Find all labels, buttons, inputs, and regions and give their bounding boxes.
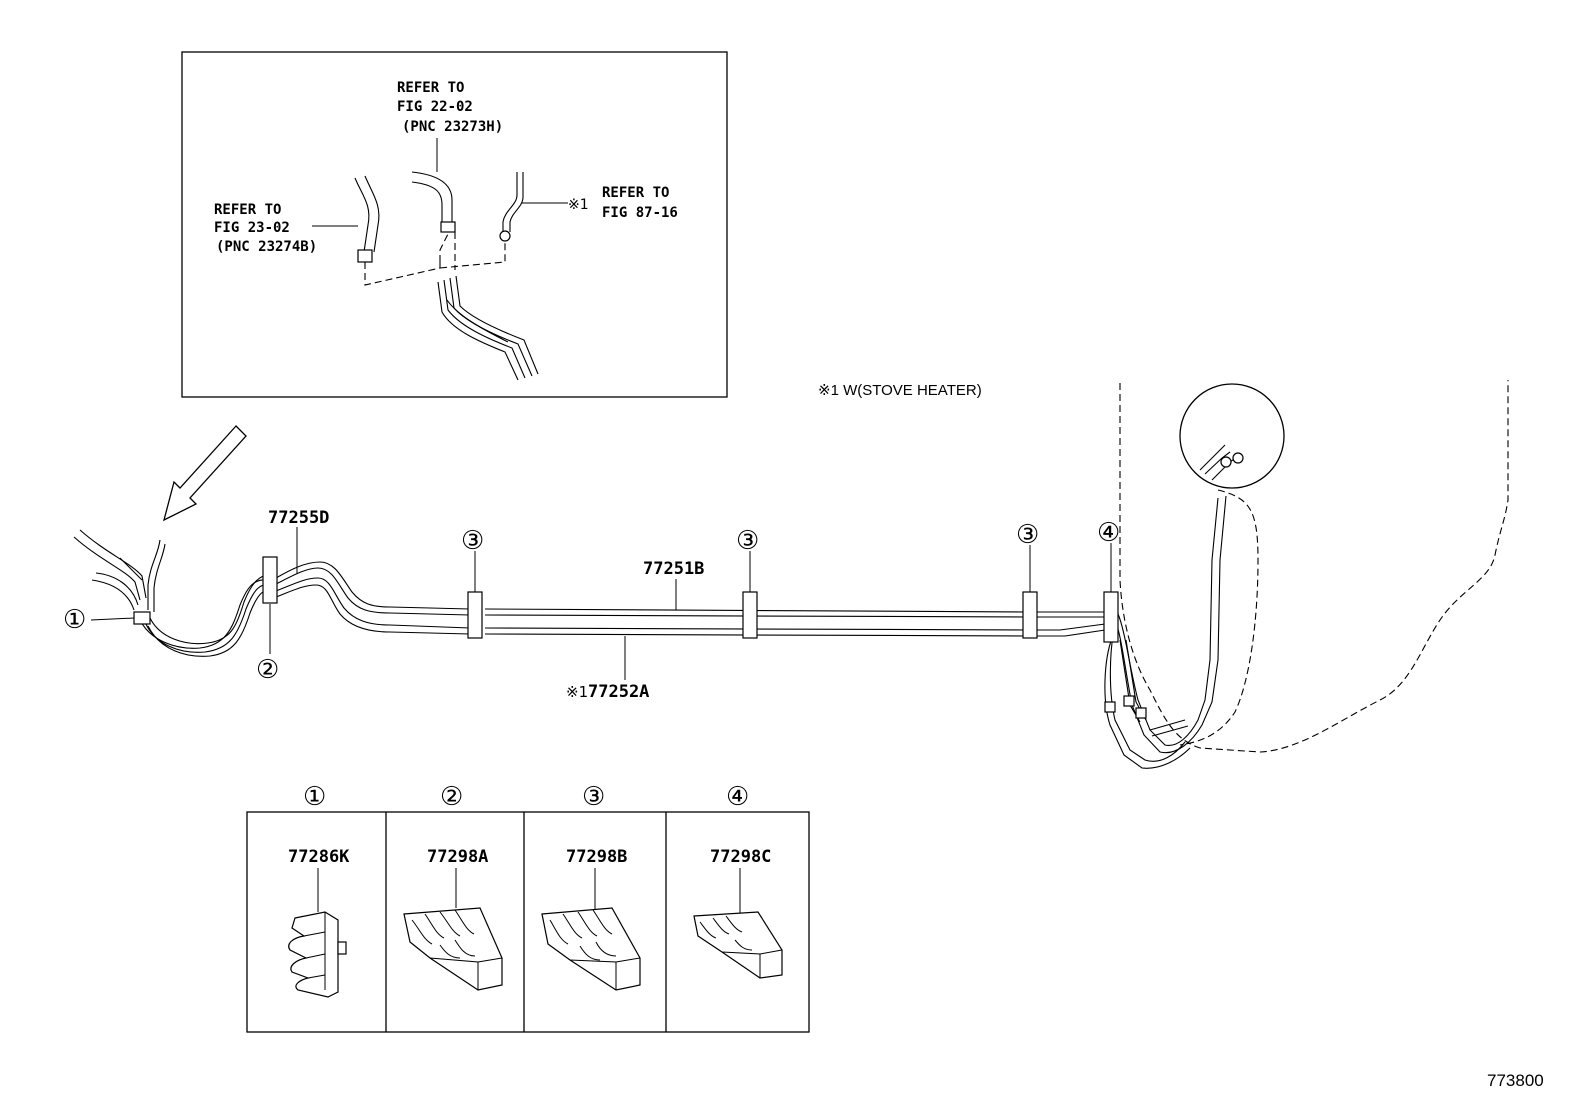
part-labels: 77255D 77251B ※1 77252A — [268, 508, 704, 702]
detail-inset: REFER TO FIG 23-02 (PNC 23274B) REFER TO… — [181, 51, 728, 398]
clamp-3c-on-route — [1022, 591, 1038, 639]
fuel-tube-route — [73, 380, 1509, 769]
clamp-1-on-route — [133, 611, 151, 625]
clamp-3b-on-route — [742, 591, 758, 639]
part-77255D[interactable]: 77255D — [268, 508, 329, 528]
legend-part-77298B[interactable]: 77298B — [566, 847, 627, 867]
callout-1: ① — [63, 605, 86, 635]
legend-callout-3: ③ — [582, 782, 605, 812]
refer-22-line2: FIG 22-02 — [397, 99, 473, 115]
refer-87-mark: ※1 — [568, 197, 589, 213]
callout-3a: ③ — [461, 526, 484, 556]
route-clamps — [133, 556, 1119, 643]
refer-23-line3: (PNC 23274B) — [216, 239, 317, 255]
legend-callout-1: ① — [303, 782, 326, 812]
legend-callout-4: ④ — [726, 782, 749, 812]
refer-23-line2: FIG 23-02 — [214, 220, 290, 236]
legend-part-77286K[interactable]: 77286K — [288, 847, 350, 867]
callouts: ① ② ③ ③ ③ ④ — [63, 518, 1120, 685]
refer-87-line1: REFER TO — [602, 185, 669, 201]
figure-id: 773800 — [1487, 1071, 1544, 1090]
legend-part-77298C[interactable]: 77298C — [710, 847, 771, 867]
refer-23-line1: REFER TO — [214, 202, 281, 218]
callout-3b: ③ — [736, 526, 759, 556]
clamp-3a-on-route — [467, 591, 483, 639]
clamp-77298C-icon — [693, 911, 783, 979]
part-77252A-mark: ※1 — [566, 683, 588, 701]
clamp-2-on-route — [262, 556, 278, 604]
clamp-77286K-icon — [288, 911, 347, 998]
legend-callout-2: ② — [440, 782, 463, 812]
callout-3c: ③ — [1016, 520, 1039, 550]
legend-part-77298A[interactable]: 77298A — [427, 847, 488, 867]
part-77251B[interactable]: 77251B — [643, 559, 704, 579]
part-77252A[interactable]: 77252A — [588, 682, 649, 702]
stove-heater-note: ※1 W(STOVE HEATER) — [818, 382, 982, 399]
refer-22-line3: (PNC 23273H) — [402, 119, 503, 135]
refer-22-line1: REFER TO — [397, 80, 464, 96]
clamp-legend: ① ② ③ ④ 77286K 77298A 77298B 77298C — [246, 782, 810, 1033]
callout-4: ④ — [1097, 518, 1120, 548]
callout-2: ② — [256, 655, 279, 685]
refer-87-line2: FIG 87-16 — [602, 205, 678, 221]
clamp-4-on-route — [1103, 591, 1119, 643]
callout-leaders — [90, 527, 1112, 680]
clamp-77298B-icon — [541, 907, 641, 991]
inset-pointer-arrow-icon — [163, 425, 247, 522]
clamp-77298A-icon — [403, 907, 503, 991]
